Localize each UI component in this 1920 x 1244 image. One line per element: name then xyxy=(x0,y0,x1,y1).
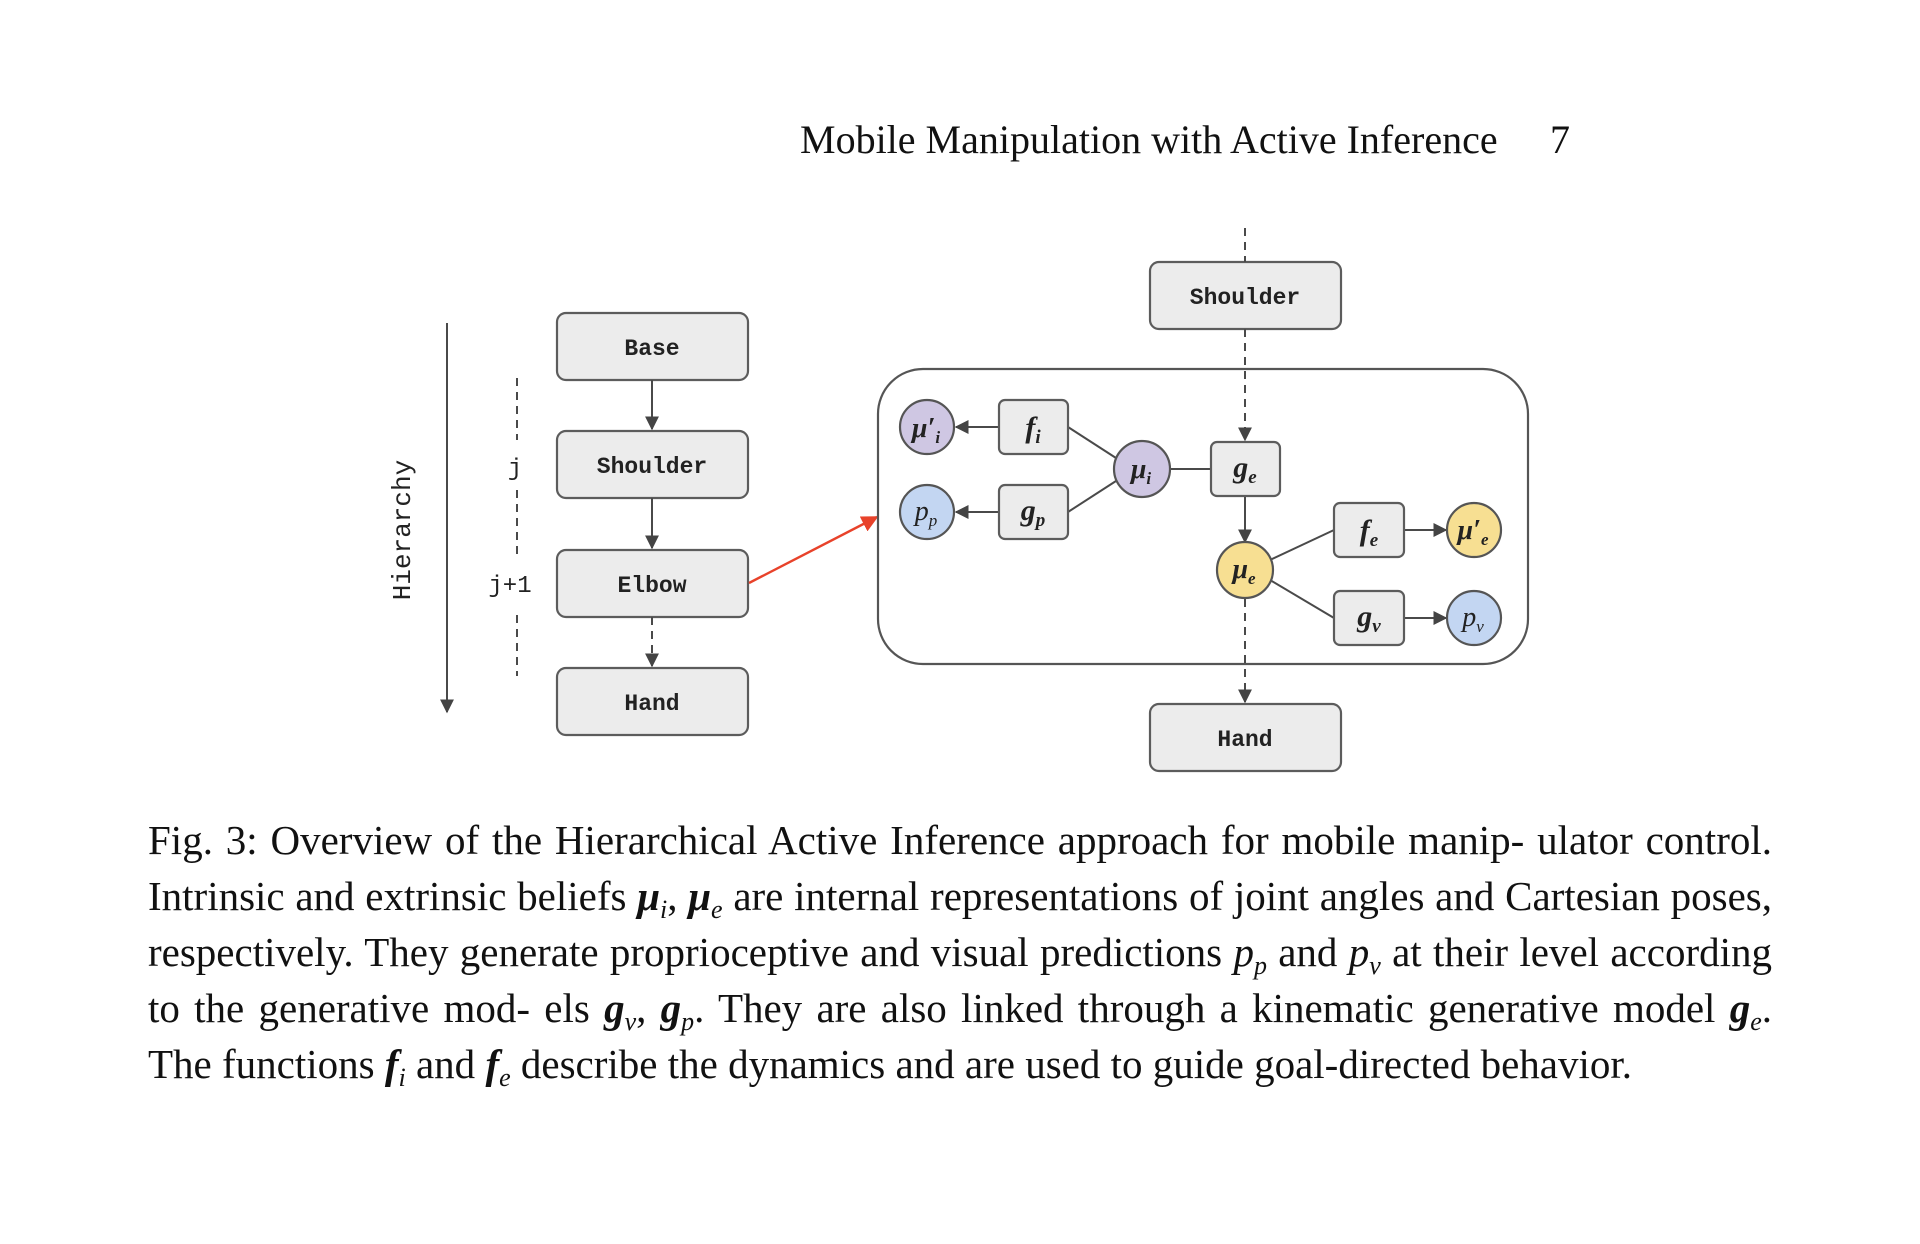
figure-hierarchical-diagram: Hierarchy j j+1 Base Shoulder Elbow Hand… xyxy=(388,228,1530,773)
label-p-v: pv xyxy=(1460,602,1484,636)
detail-label-shoulder: Shoulder xyxy=(1190,285,1300,311)
node-mu-i xyxy=(1112,439,1172,499)
caption-text-2: are internal representations of joint an… xyxy=(148,873,1773,975)
caption-text-5: The functions xyxy=(148,1041,385,1087)
caption-comma-1: , xyxy=(667,873,689,919)
label-g-e: ge xyxy=(1232,451,1257,488)
caption-sub-v-2: v xyxy=(624,1007,637,1036)
label-f-e-main: f xyxy=(1360,514,1373,547)
edge-mue-gv xyxy=(1269,579,1335,619)
box-g-e xyxy=(1209,440,1282,498)
node-mu-e-prime xyxy=(1445,501,1503,559)
label-f-i-main: f xyxy=(1025,411,1038,444)
label-f-e: fe xyxy=(1360,514,1379,551)
caption-g-v: g xyxy=(604,985,625,1031)
label-f-i-sub: i xyxy=(1035,427,1041,448)
label-mu-i-prime-sub: i xyxy=(935,428,940,447)
level-j-label: j xyxy=(508,456,522,483)
label-mu-i-sub: i xyxy=(1146,469,1151,488)
label-g-e-main: g xyxy=(1232,451,1248,484)
chain-box-hand xyxy=(555,666,750,737)
label-mu-e-prime-main: μ′ xyxy=(1456,515,1481,546)
caption-text-4: They are also linked through a kinematic… xyxy=(704,985,1730,1031)
zoom-arrow xyxy=(748,515,879,585)
label-mu-e: μe xyxy=(1230,554,1256,588)
label-mu-e-sub: e xyxy=(1248,569,1256,588)
caption-sub-p: p xyxy=(1253,951,1267,980)
detail-label-hand: Hand xyxy=(1217,727,1272,753)
caption-sub-i: i xyxy=(660,895,668,924)
caption-text-6: describe the dynamics and are used to gu… xyxy=(510,1041,1633,1087)
label-g-v-sub: v xyxy=(1372,616,1381,637)
label-mu-e-prime-sub: e xyxy=(1481,530,1489,549)
caption-comma-2: , xyxy=(636,985,661,1031)
caption-p-p: p xyxy=(1233,929,1254,975)
label-p-p-main: p xyxy=(913,496,929,527)
running-head: Mobile Manipulation with Active Inferenc… xyxy=(800,115,1620,165)
caption-sub-e-3: e xyxy=(499,1063,511,1092)
label-g-p: gp xyxy=(1020,494,1046,531)
label-p-p: pp xyxy=(913,496,938,530)
label-mu-e-main: μ xyxy=(1230,554,1248,585)
edge-mui-fi xyxy=(1067,426,1117,459)
node-mu-i-prime xyxy=(898,398,956,456)
hierarchy-label: Hierarchy xyxy=(388,460,418,600)
caption-sub-i-2: i xyxy=(398,1063,406,1092)
label-p-v-sub: v xyxy=(1476,617,1484,636)
label-mu-i-prime-main: μ′ xyxy=(910,413,935,444)
caption-and-1: and xyxy=(1266,929,1349,975)
running-head-title: Mobile Manipulation with Active Inferenc… xyxy=(800,117,1498,162)
figure-caption: Fig. 3: Overview of the Hierarchical Act… xyxy=(148,812,1772,1092)
label-g-e-sub: e xyxy=(1248,467,1257,488)
label-mu-e-prime: μ′e xyxy=(1456,515,1489,549)
caption-mu-e: μ xyxy=(688,873,712,919)
label-g-p-main: g xyxy=(1020,494,1036,527)
label-p-p-sub: p xyxy=(928,511,938,530)
box-f-e xyxy=(1332,501,1406,559)
label-g-v-main: g xyxy=(1356,600,1372,633)
node-p-v xyxy=(1445,589,1503,647)
chain-label-hand: Hand xyxy=(624,691,679,717)
caption-p-v: p xyxy=(1348,929,1370,975)
box-g-p xyxy=(997,483,1070,541)
chain-label-elbow: Elbow xyxy=(617,573,686,599)
caption-period-2: . xyxy=(1761,985,1773,1031)
box-f-i xyxy=(997,398,1070,456)
caption-text-3: at their level according to the generati… xyxy=(148,929,1772,1031)
caption-period-1: . xyxy=(694,985,705,1031)
caption-mu-i: μ xyxy=(637,873,661,919)
chain-label-base: Base xyxy=(624,336,679,362)
caption-sub-e-2: e xyxy=(1750,1007,1762,1036)
caption-text-1: Fig. 3: Overview of the Hierarchical Act… xyxy=(148,817,1772,919)
caption-sub-p-2: p xyxy=(681,1007,695,1036)
label-f-i: fi xyxy=(1025,411,1041,448)
caption-g-e: g xyxy=(1729,985,1751,1031)
edge-mue-fe xyxy=(1269,529,1335,561)
chain-label-shoulder: Shoulder xyxy=(597,454,707,480)
caption-f-i: f xyxy=(384,1041,399,1087)
caption-and-2: and xyxy=(405,1041,486,1087)
caption-sub-e: e xyxy=(711,895,723,924)
node-p-p xyxy=(898,483,956,541)
label-mu-i-main: μ xyxy=(1129,454,1147,485)
label-mu-i: μi xyxy=(1129,454,1152,488)
page-number: 7 xyxy=(1550,117,1570,162)
box-g-v xyxy=(1332,589,1406,647)
elbow-detail-container xyxy=(876,367,1530,666)
detail-box-hand xyxy=(1148,702,1343,773)
label-f-e-sub: e xyxy=(1370,530,1379,551)
label-g-v: gv xyxy=(1356,600,1381,637)
edge-mui-gp xyxy=(1067,480,1117,513)
label-p-v-main: p xyxy=(1460,602,1476,633)
label-g-p-sub: p xyxy=(1034,510,1046,531)
label-mu-i-prime: μ′i xyxy=(910,413,940,447)
node-mu-e xyxy=(1215,540,1275,600)
caption-g-p: g xyxy=(660,985,682,1031)
caption-f-e: f xyxy=(485,1041,500,1087)
level-j-plus-1-label: j+1 xyxy=(488,573,531,600)
caption-sub-v: v xyxy=(1369,951,1381,980)
